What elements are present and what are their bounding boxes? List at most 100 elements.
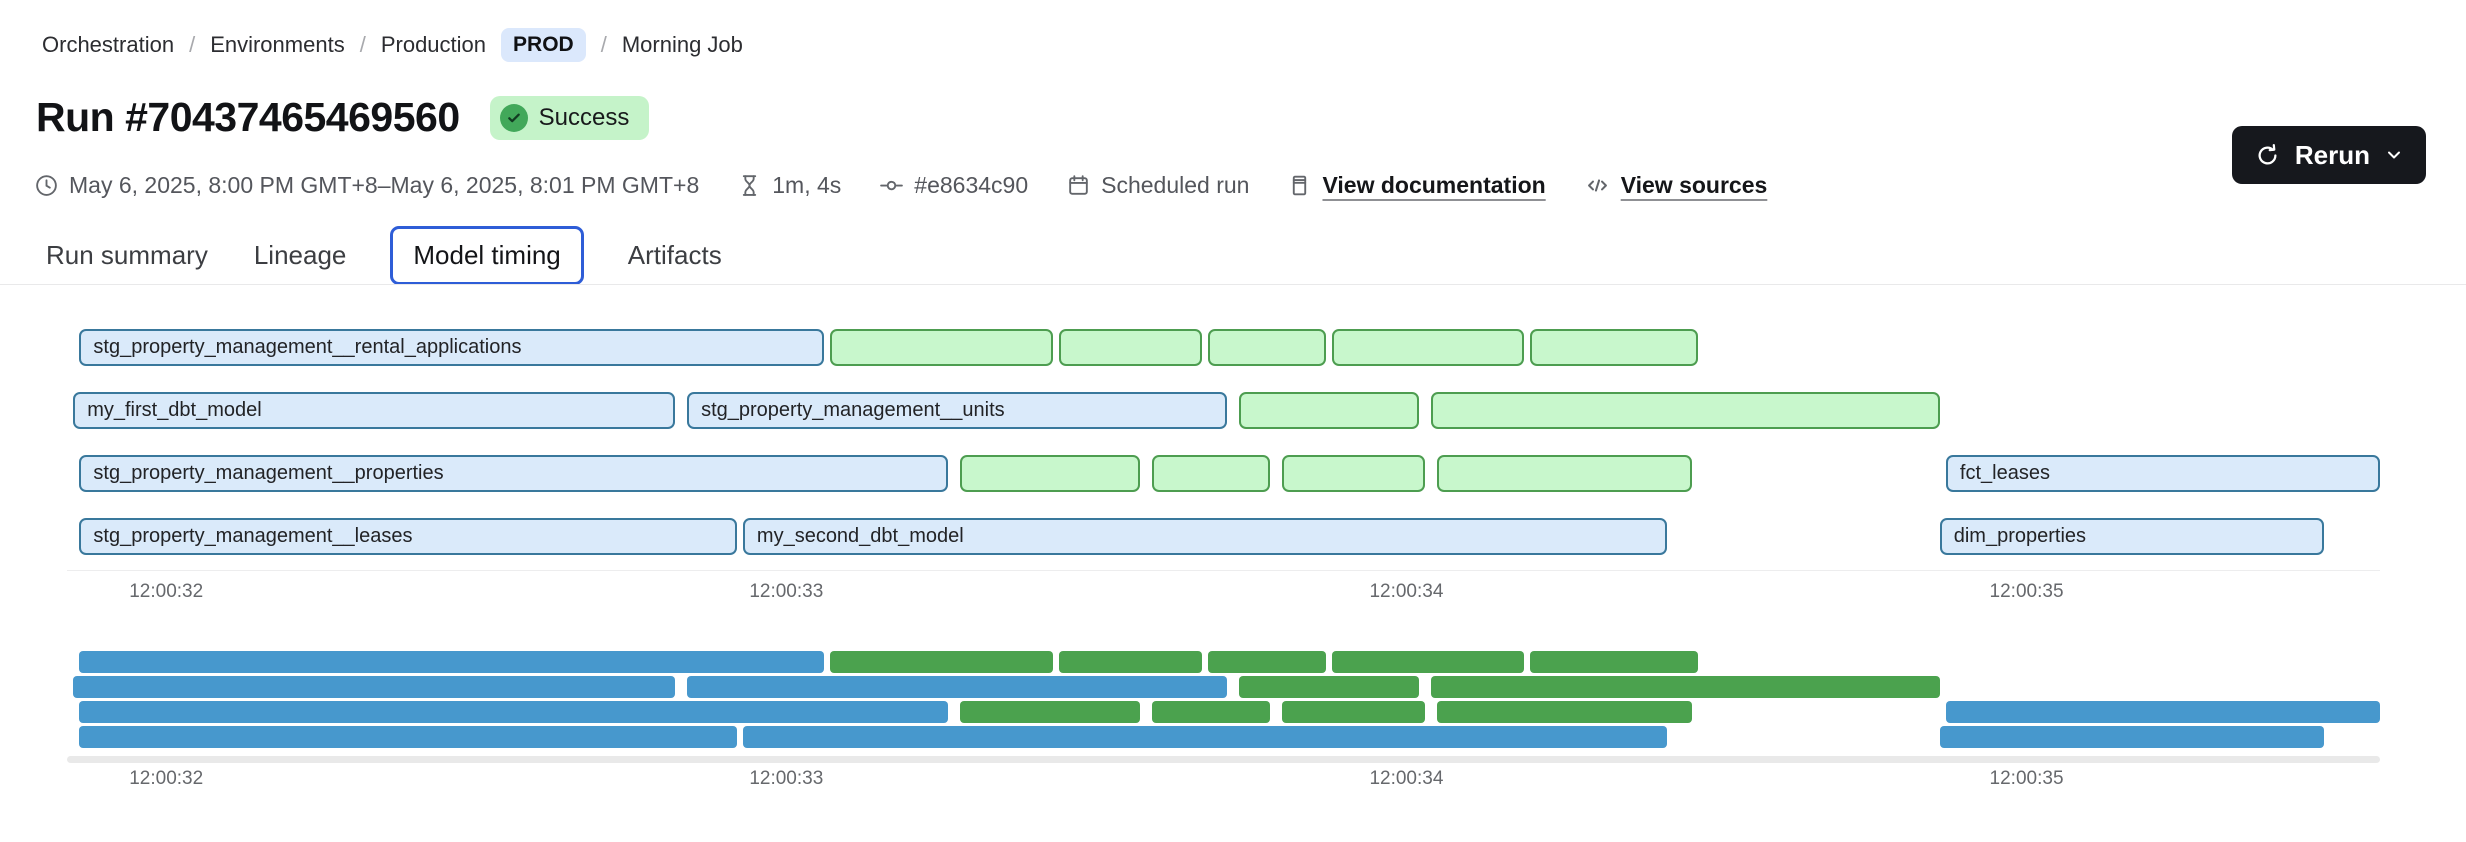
- gantt-bar-label: stg_property_management__units: [701, 399, 1005, 421]
- axis-tick-label: 12:00:34: [1369, 768, 1444, 789]
- breadcrumb-environments[interactable]: Environments: [210, 32, 345, 57]
- run-time-range: May 6, 2025, 8:00 PM GMT+8–May 6, 2025, …: [34, 172, 699, 199]
- breadcrumb: Orchestration / Environments / Productio…: [42, 28, 743, 62]
- breadcrumb-orchestration[interactable]: Orchestration: [42, 32, 175, 57]
- gantt-bar[interactable]: [1059, 329, 1202, 366]
- view-sources-link[interactable]: View sources: [1620, 172, 1768, 198]
- minimap-row: [67, 701, 2380, 723]
- gantt-bar[interactable]: [1239, 392, 1419, 429]
- minimap-bar: [742, 726, 1667, 748]
- axis-tick-label: 12:00:32: [129, 581, 204, 602]
- gantt-bar[interactable]: [829, 329, 1053, 366]
- breadcrumb-separator: /: [189, 32, 196, 57]
- view-documentation-link[interactable]: View documentation: [1322, 172, 1546, 198]
- rerun-label: Rerun: [2294, 139, 2370, 170]
- gantt-bar[interactable]: my_second_dbt_model: [742, 518, 1667, 555]
- gantt-bar-label: my_first_dbt_model: [87, 399, 262, 421]
- axis-tick-label: 12:00:35: [1989, 581, 2064, 602]
- minimap-bar: [1939, 726, 2325, 748]
- minimap-bar: [1431, 676, 1940, 698]
- breadcrumb-production[interactable]: Production: [380, 32, 487, 57]
- status-label: Success: [538, 103, 630, 131]
- gantt-bar[interactable]: [1152, 455, 1270, 492]
- gantt-row: stg_property_management__properties fct_l…: [67, 455, 2380, 492]
- run-meta-row: May 6, 2025, 8:00 PM GMT+8–May 6, 2025, …: [34, 172, 1767, 199]
- gantt-bar[interactable]: fct_leases: [1945, 455, 2380, 492]
- gantt-row: stg_property_management__leases my_second…: [67, 518, 2380, 555]
- gantt-bar[interactable]: [1431, 392, 1940, 429]
- gantt-bar-label: dim_properties: [1953, 525, 2087, 547]
- gantt-bar[interactable]: [1437, 455, 1692, 492]
- minimap-bar: [1282, 701, 1426, 723]
- gantt-bar[interactable]: my_first_dbt_model: [73, 392, 675, 429]
- minimap-bar: [1530, 651, 1698, 673]
- gantt-row: stg_property_management__rental_applicat…: [67, 329, 2380, 366]
- gantt-bar[interactable]: stg_property_management__leases: [79, 518, 737, 555]
- gantt-bar[interactable]: [1207, 329, 1326, 366]
- gantt-bar[interactable]: [1332, 329, 1525, 366]
- model-timing-gantt: stg_property_management__rental_applicat…: [67, 329, 2380, 581]
- tab-artifacts[interactable]: Artifacts: [627, 240, 722, 270]
- calendar-icon: [1066, 173, 1091, 198]
- refresh-icon: [2254, 142, 2281, 169]
- minimap-bar: [73, 676, 675, 698]
- minimap-bar: [829, 651, 1053, 673]
- check-circle-icon: [499, 103, 528, 132]
- minimap-bar: [1152, 701, 1270, 723]
- run-duration: 1m, 4s: [737, 172, 841, 199]
- commit-sha: #e8634c90: [879, 172, 1028, 199]
- minimap-scrollbar[interactable]: [67, 756, 2380, 763]
- tab-lineage[interactable]: Lineage: [253, 240, 347, 270]
- clock-icon: [34, 173, 59, 198]
- gantt-bar-label: my_second_dbt_model: [756, 525, 964, 547]
- title-row: Run #70437465469560 Success: [36, 94, 650, 141]
- gantt-bar[interactable]: [1530, 329, 1698, 366]
- status-badge: Success: [489, 95, 650, 140]
- code-icon: [1584, 172, 1611, 199]
- gantt-bar-label: stg_property_management__leases: [93, 525, 413, 547]
- minimap-bar: [1207, 651, 1326, 673]
- minimap-bar: [1945, 701, 2380, 723]
- axis-tick-label: 12:00:33: [749, 581, 824, 602]
- environment-badge: PROD: [501, 28, 586, 62]
- git-commit-icon: [879, 173, 904, 198]
- tab-run-summary[interactable]: Run summary: [46, 240, 208, 270]
- chevron-down-icon[interactable]: [2384, 145, 2404, 165]
- minimap-bar: [959, 701, 1140, 723]
- tab-model-timing[interactable]: Model timing: [390, 226, 584, 285]
- gantt-minimap: [67, 651, 2380, 751]
- gantt-row: my_first_dbt_model stg_property_managemen…: [67, 392, 2380, 429]
- chart-baseline: [67, 570, 2380, 571]
- gantt-bar[interactable]: stg_property_management__properties: [79, 455, 948, 492]
- axis-tick-label: 12:00:34: [1369, 581, 1444, 602]
- minimap-bar: [687, 676, 1227, 698]
- minimap-bar: [1332, 651, 1525, 673]
- gantt-bar[interactable]: stg_property_management__units: [687, 392, 1227, 429]
- gantt-bar[interactable]: stg_property_management__rental_applicat…: [79, 329, 824, 366]
- minimap-bar: [79, 701, 948, 723]
- axis-tick-label: 12:00:33: [749, 768, 824, 789]
- document-icon: [1287, 173, 1312, 198]
- minimap-bar: [1059, 651, 1202, 673]
- breadcrumb-separator: /: [600, 32, 607, 57]
- hourglass-icon: [737, 173, 762, 198]
- minimap-row: [67, 676, 2380, 698]
- gantt-bar-label: stg_property_management__properties: [93, 462, 444, 484]
- gantt-bar-label: fct_leases: [1959, 462, 2050, 484]
- run-tabs: Run summary Lineage Model timing Artifac…: [44, 226, 724, 285]
- rerun-button[interactable]: Rerun: [2231, 126, 2426, 184]
- run-trigger: Scheduled run: [1066, 172, 1249, 199]
- minimap-bar: [79, 726, 737, 748]
- breadcrumb-morning-job[interactable]: Morning Job: [621, 32, 743, 57]
- minimap-bar: [1437, 701, 1692, 723]
- minimap-time-axis: 12:00:32 12:00:33 12:00:34 12:00:35: [67, 768, 2380, 792]
- axis-tick-label: 12:00:32: [129, 768, 204, 789]
- gantt-bar[interactable]: [959, 455, 1140, 492]
- gantt-bar[interactable]: dim_properties: [1939, 518, 2325, 555]
- gantt-time-axis: 12:00:32 12:00:33 12:00:34 12:00:35: [67, 581, 2380, 605]
- view-documentation-link-item: View documentation: [1287, 172, 1546, 199]
- axis-tick-label: 12:00:35: [1989, 768, 2064, 789]
- gantt-bar[interactable]: [1282, 455, 1426, 492]
- gantt-bar-label: stg_property_management__rental_applicat…: [93, 336, 522, 358]
